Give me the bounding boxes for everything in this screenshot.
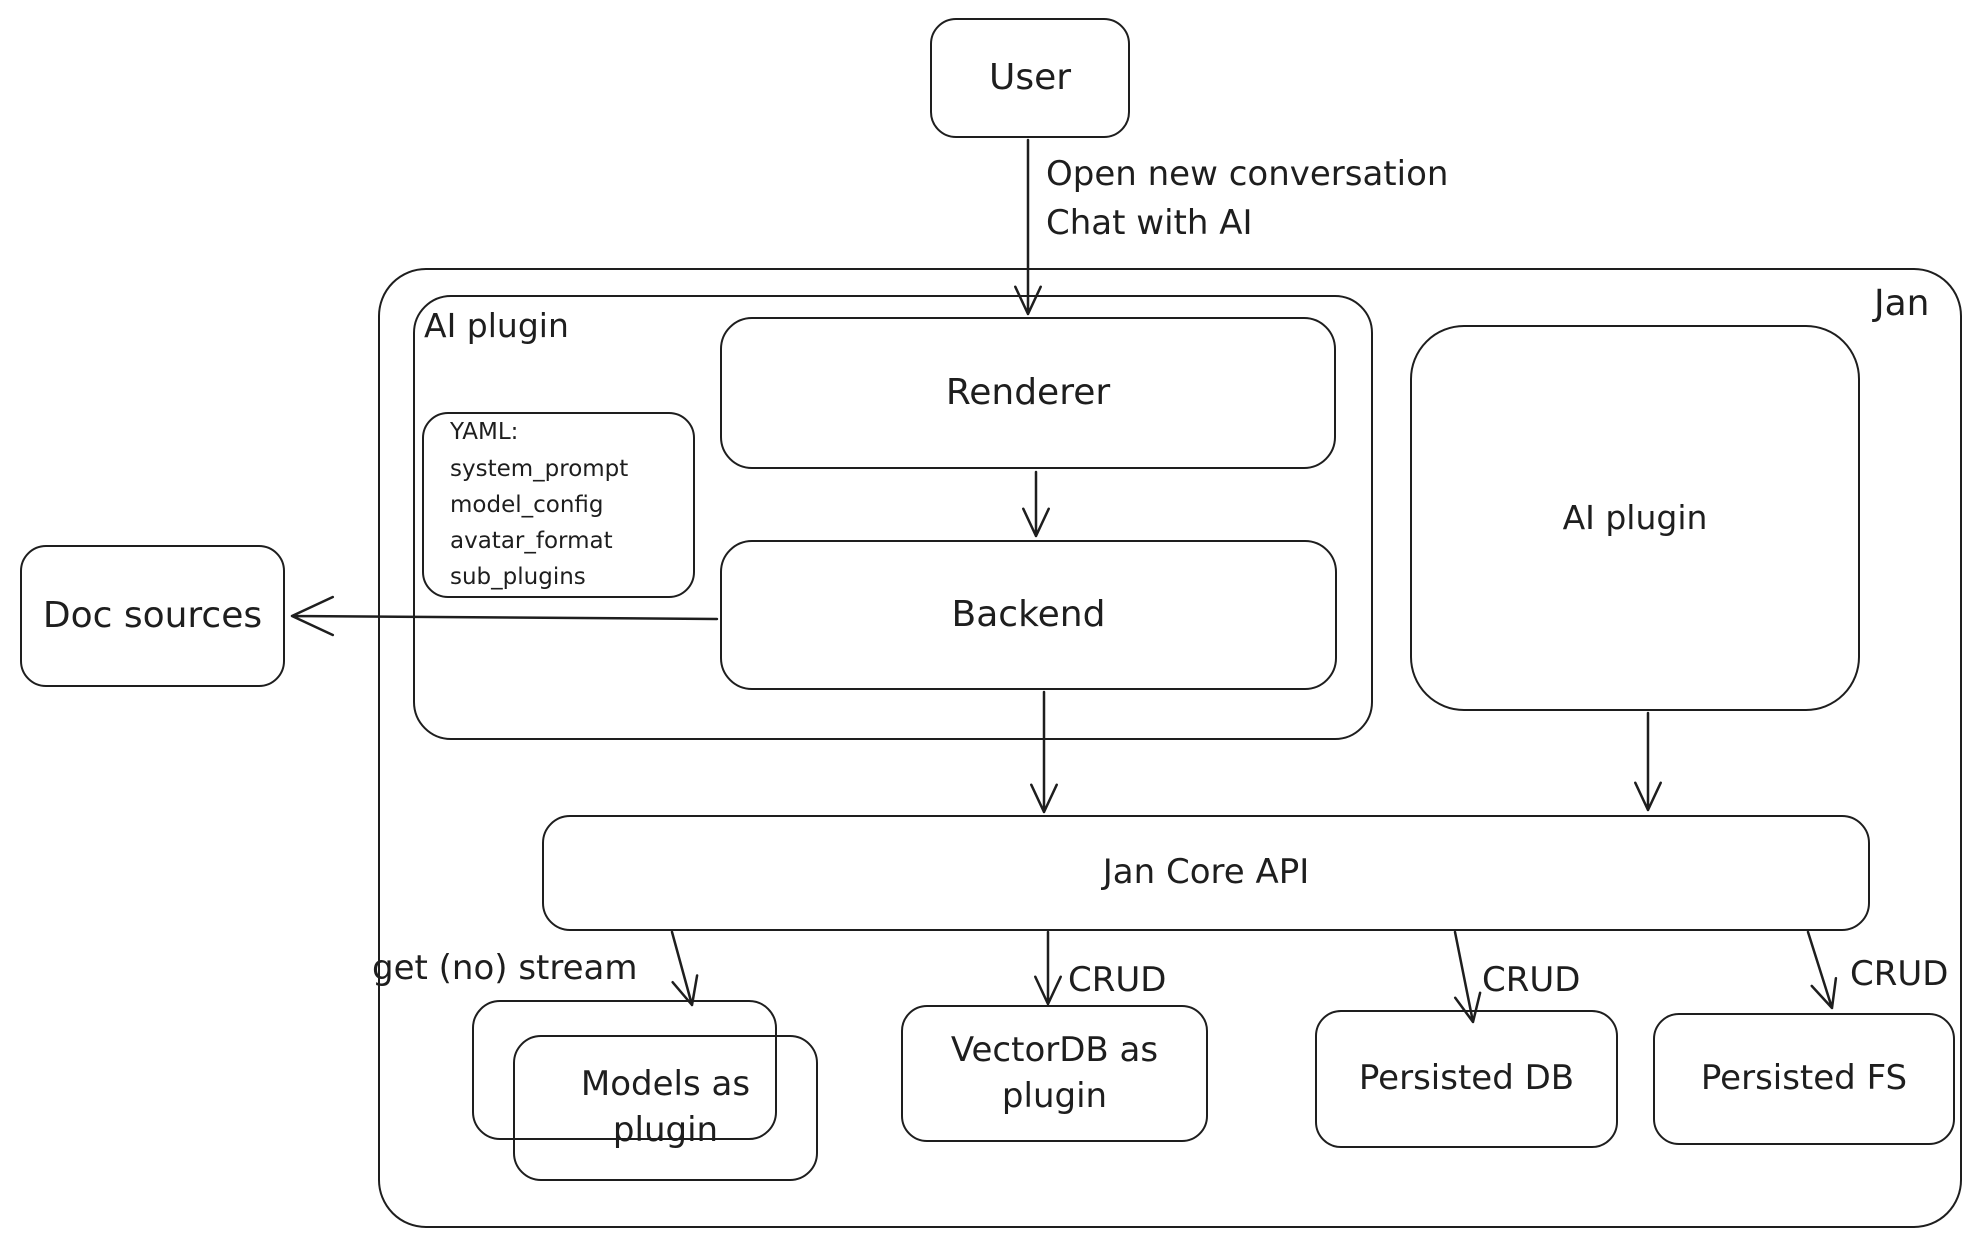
node-jan-core-api: Jan Core API — [542, 815, 1870, 931]
node-backend: Backend — [720, 540, 1337, 690]
node-models-plugin: Models as plugin — [513, 1035, 818, 1181]
node-user: User — [930, 18, 1130, 138]
edge-label-get-no-stream: get (no) stream — [372, 948, 638, 988]
node-models-plugin-label: Models as plugin — [580, 1064, 751, 1150]
node-ai-plugin-left-label: AI plugin — [424, 306, 569, 345]
edge-label-crud-persisted-fs: CRUD — [1850, 954, 1949, 994]
node-yaml-note: YAML: system_prompt model_config avatar_… — [422, 412, 695, 598]
edge-label-crud-vectordb: CRUD — [1068, 960, 1167, 1000]
node-persisted-fs-label: Persisted FS — [1700, 1058, 1908, 1099]
edge-label-open-conversation: Open new conversation Chat with AI — [1046, 154, 1449, 244]
node-jan-label: Jan — [1874, 283, 1930, 324]
node-ai-plugin-right: AI plugin — [1410, 325, 1860, 711]
node-user-label: User — [988, 56, 1072, 98]
node-jan-container — [378, 268, 1962, 1228]
node-doc-sources-label: Doc sources — [42, 594, 263, 636]
node-doc-sources: Doc sources — [20, 545, 285, 687]
node-persisted-db-label: Persisted DB — [1358, 1058, 1575, 1099]
node-persisted-fs: Persisted FS — [1653, 1013, 1955, 1145]
node-persisted-db: Persisted DB — [1315, 1010, 1618, 1148]
node-models-plugin-back — [472, 1000, 777, 1140]
node-backend-label: Backend — [951, 593, 1106, 635]
edge-label-crud-persisted-db: CRUD — [1482, 960, 1581, 1000]
node-renderer: Renderer — [720, 317, 1336, 469]
node-ai-plugin-left-container — [413, 295, 1373, 740]
node-ai-plugin-right-label: AI plugin — [1562, 497, 1708, 537]
node-jan-core-api-label: Jan Core API — [1102, 852, 1310, 893]
node-yaml-note-text: YAML: system_prompt model_config avatar_… — [450, 419, 629, 591]
node-renderer-label: Renderer — [945, 371, 1111, 413]
node-vectordb-plugin-label: VectorDB as plugin — [950, 1029, 1159, 1116]
node-vectordb-plugin: VectorDB as plugin — [901, 1005, 1208, 1142]
